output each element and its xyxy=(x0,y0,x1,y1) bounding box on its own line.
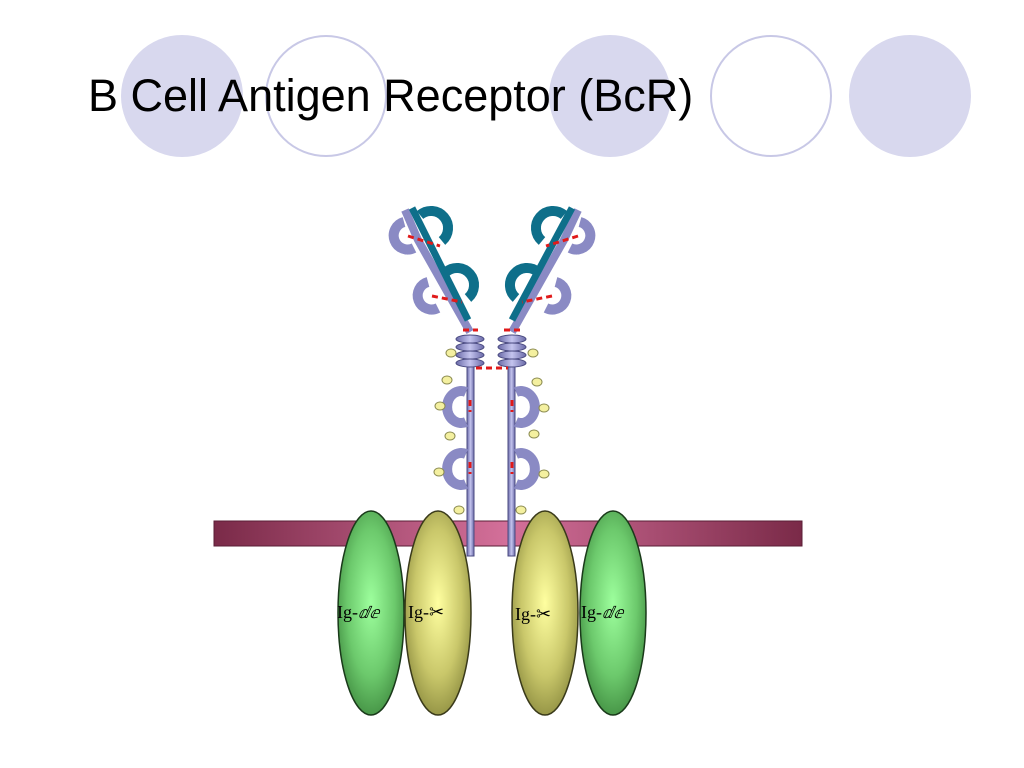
glycans xyxy=(433,348,550,515)
ig-subunit-2: Ig-✂ xyxy=(404,510,472,716)
hinge-right xyxy=(497,334,527,368)
decor-circle-outline xyxy=(265,35,387,157)
ig-subunit-label: Ig-✂ xyxy=(515,604,551,624)
ig-subunit-4: Ig-ⅆⅇ xyxy=(579,510,647,716)
fc-domains-right xyxy=(514,386,540,490)
decor-circle-filled xyxy=(121,35,243,157)
fab-domains-left xyxy=(388,217,441,315)
fab-domains-right xyxy=(543,217,596,315)
hinge-left xyxy=(455,334,485,368)
ig-subunit-label: Ig-ⅆⅇ xyxy=(581,602,624,622)
fc-domains-left xyxy=(442,386,468,490)
decor-circle-outline xyxy=(710,35,832,157)
decor-circle-filled xyxy=(849,35,971,157)
ig-subunit-1: Ig-ⅆⅇ xyxy=(337,510,405,716)
ig-subunit-label: Ig-ⅆⅇ xyxy=(337,602,380,622)
slide-title: B Cell Antigen Receptor (BcR) xyxy=(88,70,694,121)
disulfide-bonds xyxy=(407,234,579,474)
light-chain-left xyxy=(408,206,479,322)
ig-subunit-label: Ig-✂ xyxy=(408,602,444,622)
decor-circle-filled xyxy=(549,35,671,157)
ig-subunit-3: Ig-✂ xyxy=(511,510,579,716)
